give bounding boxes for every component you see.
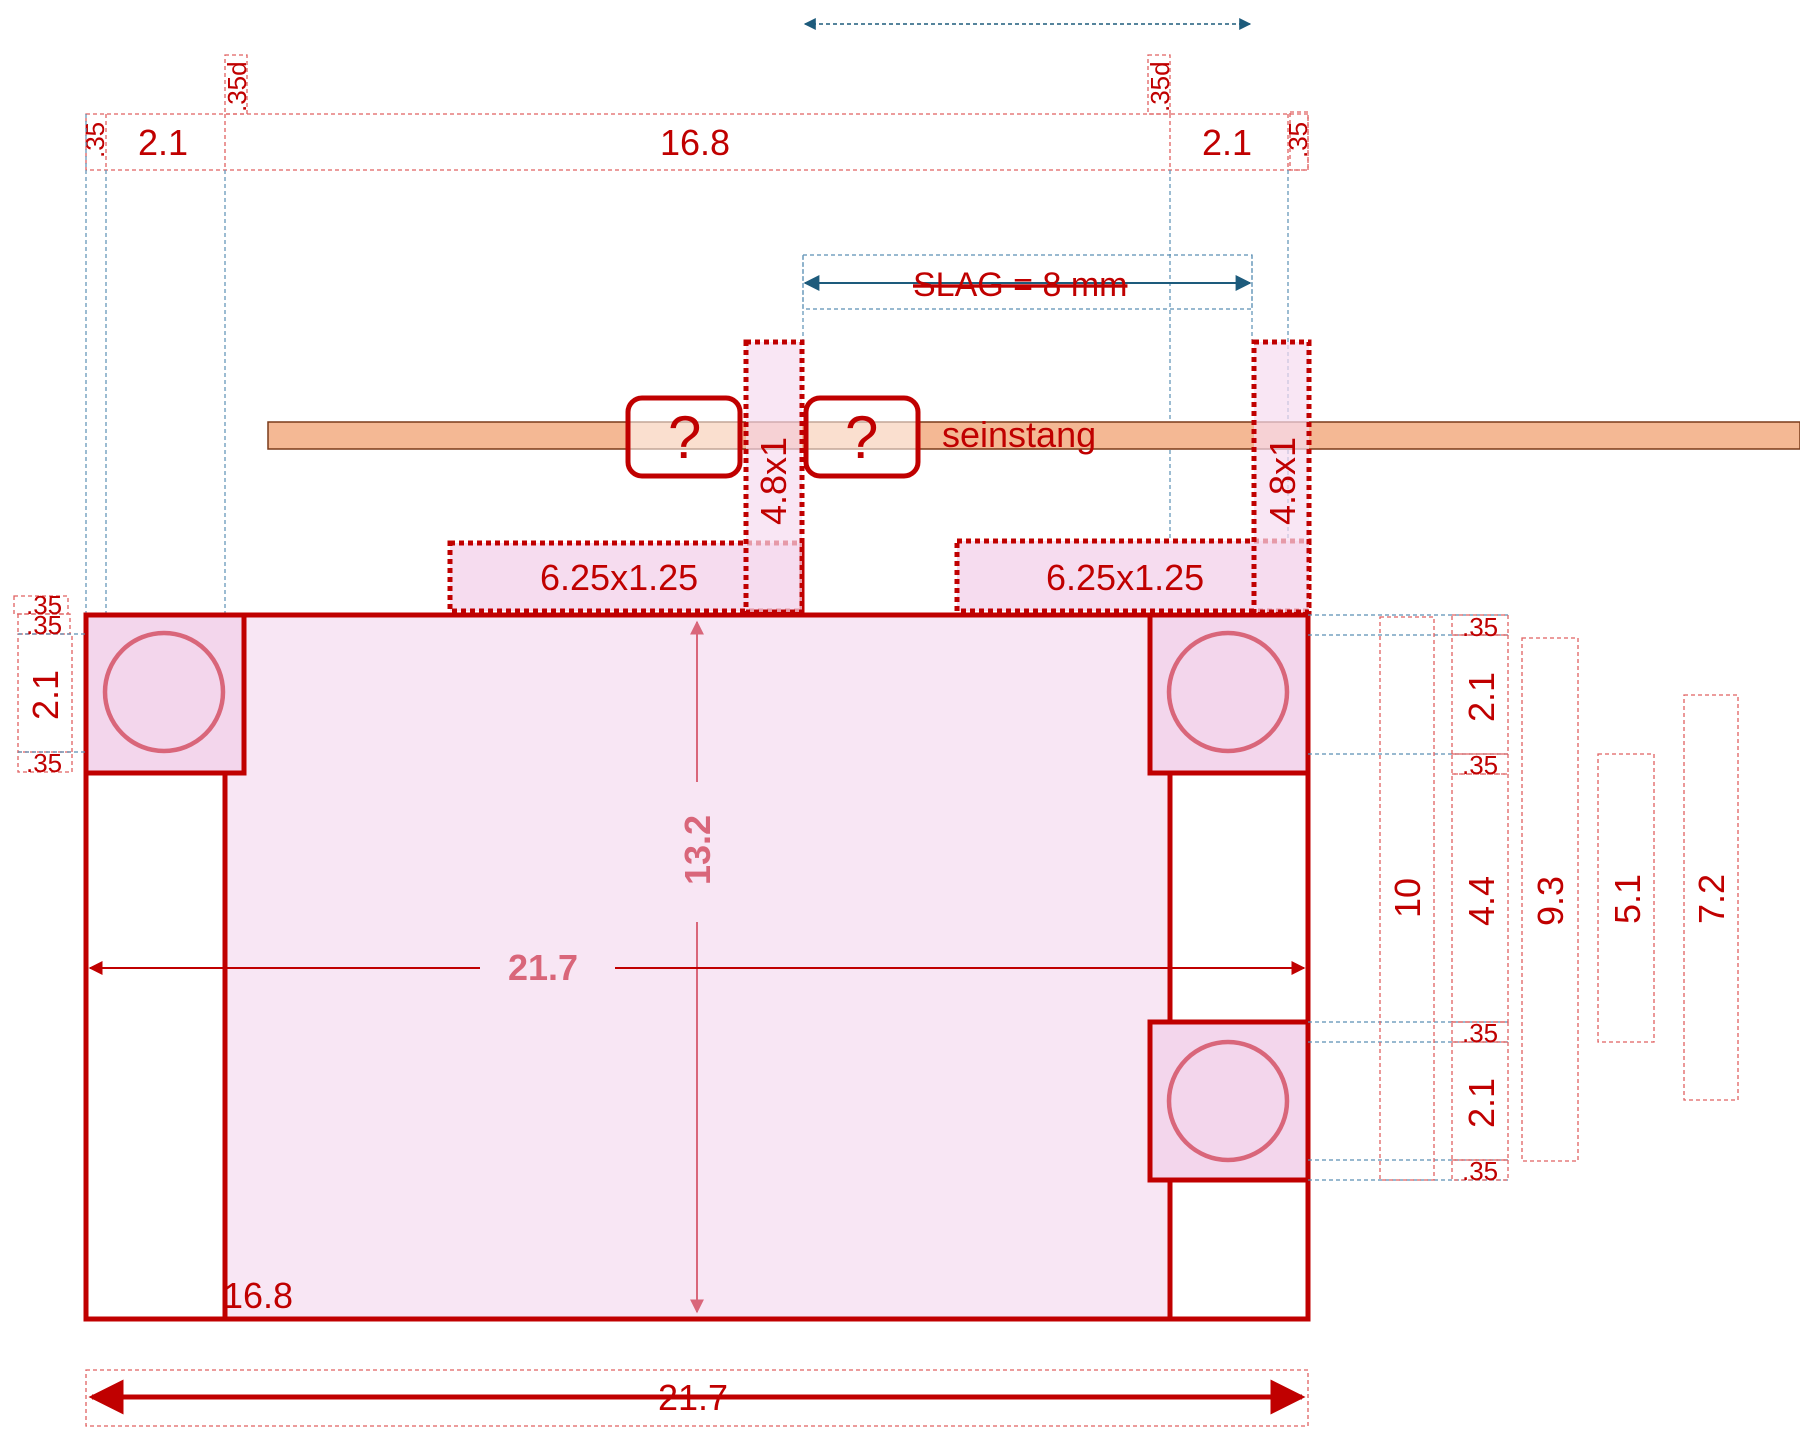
rod-label: seinstang bbox=[942, 414, 1096, 455]
contact-pad-left bbox=[447, 540, 805, 614]
post-left bbox=[743, 339, 805, 615]
left-dim-pad: 2.1 bbox=[25, 670, 66, 720]
pad-right-label: 6.25x1.25 bbox=[1046, 557, 1204, 598]
stroke-dimension: SLAG = 8 mm bbox=[802, 254, 1253, 310]
right-dim-pad2: 2.1 bbox=[1461, 1078, 1502, 1128]
mount-hole-top-right bbox=[1166, 630, 1290, 754]
post-left-label: 4.8x1 bbox=[753, 437, 794, 525]
left-dim-top1: .35 bbox=[26, 590, 62, 620]
unknown-right-mark: ? bbox=[845, 404, 878, 471]
mount-hole-bottom-right bbox=[1166, 1039, 1290, 1163]
top-right-gap: .35 bbox=[1283, 122, 1313, 158]
right-dim-a3: .35 bbox=[1462, 1018, 1498, 1048]
mount-pad-top-left bbox=[83, 612, 247, 776]
left-dim-top2: .35 bbox=[26, 610, 62, 640]
right-span-7-2: 7.2 bbox=[1691, 874, 1732, 924]
signal-rod bbox=[267, 421, 1800, 450]
right-dim-gap: 4.4 bbox=[1461, 876, 1502, 926]
top-center-width: 16.8 bbox=[660, 122, 730, 163]
top-dimension-strip: .35 2.1 .35d 16.8 .35d 2.1 .35 bbox=[80, 54, 1313, 171]
left-dim-bottom: .35 bbox=[26, 748, 62, 778]
top-left-hole: .35d bbox=[222, 61, 252, 112]
board-height-label: 13.2 bbox=[677, 815, 718, 885]
post-right bbox=[1251, 339, 1312, 615]
pad-left-label: 6.25x1.25 bbox=[540, 557, 698, 598]
right-dim-a2: .35 bbox=[1462, 750, 1498, 780]
overall-width-dimension: 21.7 bbox=[85, 1369, 1309, 1427]
right-span-10: 10 bbox=[1387, 878, 1428, 918]
stroke-label: SLAG = 8 mm bbox=[913, 266, 1127, 304]
inner-width-label: 16.8 bbox=[223, 1275, 293, 1316]
top-right-pad: 2.1 bbox=[1202, 122, 1252, 163]
overall-width-label: 21.7 bbox=[658, 1377, 728, 1418]
top-left-gap: .35 bbox=[80, 122, 110, 158]
left-dimension-strip: .35 .35 2.1 .35 bbox=[13, 590, 86, 778]
right-dimension-stack: 10 .35 2.1 .35 4.4 .35 2.1 .35 9.3 5.1 7… bbox=[1308, 612, 1739, 1186]
contact-pad-right bbox=[954, 538, 1312, 614]
post-right-label: 4.8x1 bbox=[1262, 437, 1303, 525]
unknown-part-left: ? bbox=[625, 395, 743, 479]
right-dim-a4: .35 bbox=[1462, 1156, 1498, 1186]
mount-pad-top-right bbox=[1147, 612, 1311, 776]
right-dim-a1: .35 bbox=[1462, 612, 1498, 642]
circuit-board: 13.2 21.7 16.8 bbox=[83, 612, 1311, 1322]
board-width-label: 21.7 bbox=[508, 947, 578, 988]
mount-pad-bottom-right bbox=[1147, 1019, 1311, 1183]
right-span-9-3: 9.3 bbox=[1530, 876, 1571, 926]
right-span-5-1: 5.1 bbox=[1607, 874, 1648, 924]
top-left-pad: 2.1 bbox=[138, 122, 188, 163]
unknown-left-mark: ? bbox=[668, 404, 701, 471]
unknown-part-right: ? bbox=[803, 395, 921, 479]
mount-hole-top-left bbox=[102, 630, 226, 754]
right-dim-pad1: 2.1 bbox=[1461, 672, 1502, 722]
top-right-hole: .35d bbox=[1145, 61, 1175, 112]
